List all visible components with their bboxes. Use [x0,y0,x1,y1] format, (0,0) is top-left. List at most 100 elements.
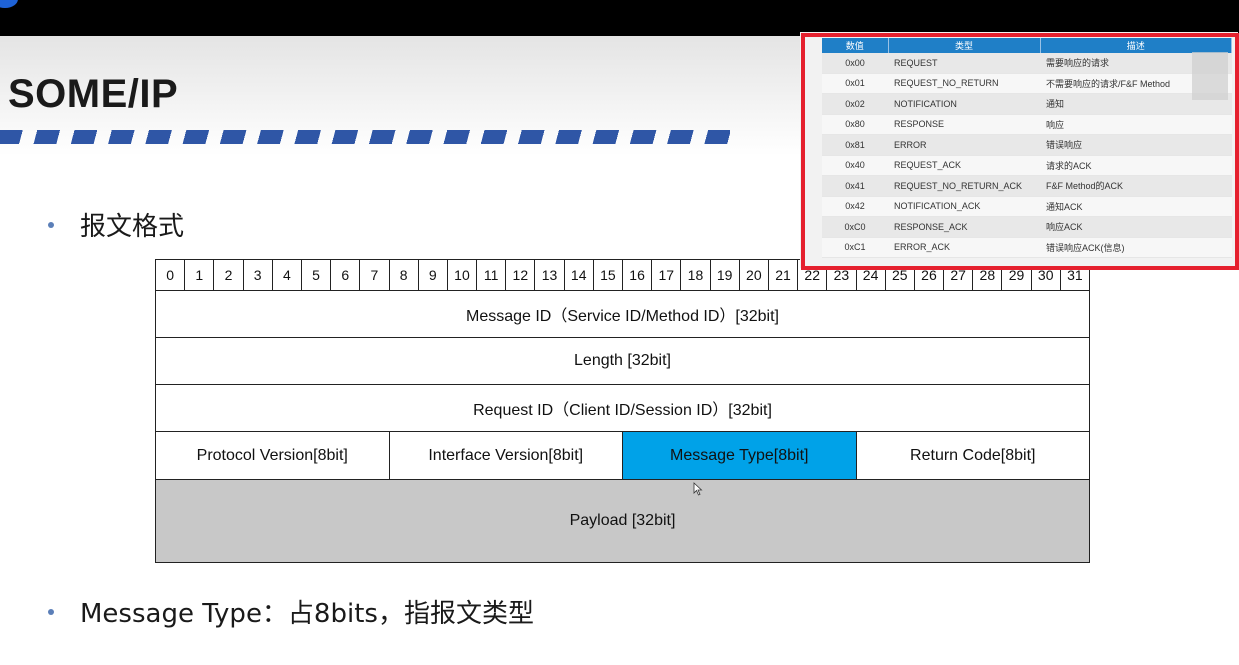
field-message-id: Message ID（Service ID/Method ID）[32bit] [465,308,779,325]
highlight-frame [801,33,1239,270]
cell-type: REQUEST [888,53,1040,74]
blurred-watermark [1192,52,1228,100]
bit-index-cell: 15 [594,260,623,290]
cell-desc: 不需要响应的请求/F&F Method [1040,73,1232,94]
column-header-desc: 描述 [1040,38,1232,53]
bit-index-cell: 31 [1067,267,1083,283]
cell-desc: 错误响应ACK(信息) [1040,237,1232,258]
bit-index-cell: 26 [915,260,945,290]
cell-desc: 响应 [1040,114,1232,135]
bit-index-cell: 14 [565,260,594,290]
cell-desc: 错误响应 [1040,134,1232,156]
cell-desc: 响应ACK [1040,216,1232,238]
row-version-type-code: Protocol Version[8bit] Interface Version… [155,432,1090,480]
cell-value: 0x40 [822,155,888,176]
cell-type: RESPONSE [888,114,1040,135]
bit-index-cell: 20 [740,260,769,290]
bullet-message-format: 报文格式 [48,206,184,243]
cell-value: 0x81 [822,134,888,156]
bit-index-cell: 21 [769,260,799,290]
cell-type: REQUEST_NO_RETURN_ACK [888,175,1040,197]
bullet-dot-icon [48,221,54,228]
bullet-dot-icon [48,608,54,615]
cell-desc: 通知ACK [1040,196,1232,217]
bit-index-cell: 0 [156,260,186,290]
field-interface-version: Interface Version[8bit] [390,432,623,479]
cell-type: ERROR [888,134,1040,156]
bit-index-cell: 9 [419,260,448,290]
cell-desc: 通知 [1040,93,1232,115]
bit-index-cell: 6 [331,260,361,290]
cell-value: 0x00 [822,53,888,74]
video-top-bar [0,0,1239,36]
cell-type: RESPONSE_ACK [888,216,1040,238]
bit-index-cell: 25 [886,260,915,290]
row-request-id: Request ID（Client ID/Session ID）[32bit] [155,385,1090,432]
bit-index-cell: 2 [214,260,244,290]
bit-index-cell: 17 [652,260,682,290]
bullet-text: Message Type：占8bits，指报文类型 [80,599,534,629]
field-protocol-version: Protocol Version[8bit] [156,432,390,479]
bit-index-cell: 19 [711,260,740,290]
bullet-text: 报文格式 [80,212,185,242]
cell-value: 0xC0 [822,216,888,238]
bit-index-cell: 1 [185,260,215,290]
field-length: Length [32bit] [574,352,671,369]
cell-value: 0x80 [822,114,888,135]
cell-type: REQUEST_NO_RETURN [888,73,1040,94]
bit-index-cell: 23 [827,260,857,290]
row-payload: Payload [32bit] [155,480,1090,563]
field-return-code: Return Code[8bit] [910,446,1036,464]
bit-index-cell: 3 [244,260,273,290]
cell-value: 0x41 [822,175,888,197]
bit-index-cell: 28 [973,260,1003,290]
field-message-type: Message Type[8bit] [623,432,857,479]
bit-index-cell: 10 [448,260,478,290]
bit-index-cell: 22 [798,260,828,290]
bit-index-cell: 24 [857,260,886,290]
cell-desc: F&F Method的ACK [1040,175,1232,197]
bit-index-cell: 27 [944,260,974,290]
bit-index-cell: 12 [506,260,536,290]
column-header-type: 类型 [888,38,1041,53]
mouse-cursor-icon [693,482,703,496]
cell-value: 0xC1 [822,237,888,258]
bit-index-cell: 7 [360,260,390,290]
bit-index-cell: 4 [273,260,302,290]
bit-index-cell: 5 [302,260,332,290]
bit-index-cell: 18 [681,260,711,290]
cell-value: 0x42 [822,196,888,217]
bit-index-cell: 13 [535,260,565,290]
bit-index-cell: 29 [1002,260,1032,290]
field-request-id: Request ID（Client ID/Session ID）[32bit] [473,402,772,419]
cell-type: REQUEST_ACK [888,155,1040,176]
bit-index-cell: 16 [623,260,653,290]
title-dash-divider [0,130,730,144]
cell-type: NOTIFICATION [888,93,1040,115]
bit-index-cell: 8 [390,260,419,290]
cell-desc: 请求的ACK [1040,155,1232,176]
bullet-message-type: Message Type：占8bits，指报文类型 [48,593,534,630]
row-length: Length [32bit] [155,338,1090,385]
row-message-id: Message ID（Service ID/Method ID）[32bit] [155,291,1090,338]
table-header-row: 数值 类型 描述 [822,38,1232,53]
field-payload: Payload [32bit] [569,512,676,529]
slide-title: SOME/IP [8,72,179,116]
bit-index-cell: 30 [1032,260,1061,290]
cell-type: ERROR_ACK [888,237,1040,258]
cell-value: 0x01 [822,73,888,94]
cell-desc: 需要响应的请求 [1040,53,1232,74]
column-header-value: 数值 [822,38,889,53]
bit-index-cell: 11 [477,260,507,290]
